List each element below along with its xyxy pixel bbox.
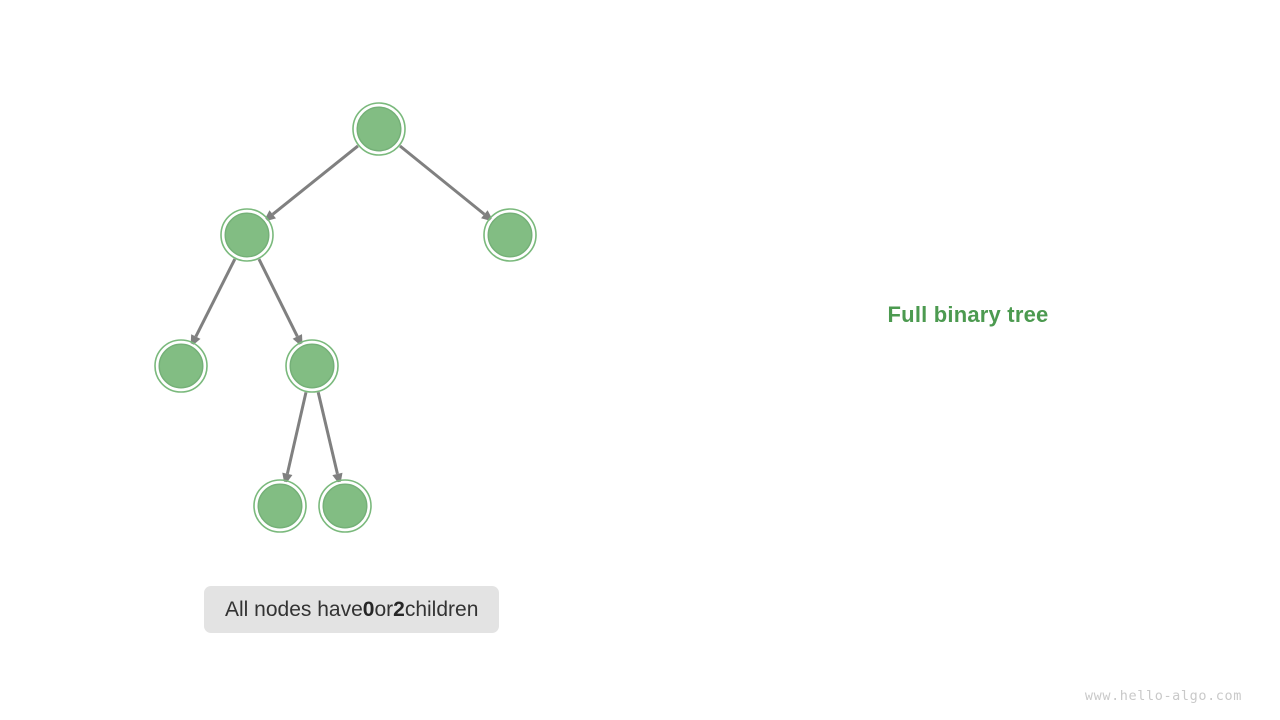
node-gap-ring [222, 210, 272, 260]
node-fill [224, 212, 270, 258]
tree-edge [282, 391, 308, 486]
node-fill [289, 343, 335, 389]
tree-node[interactable] [352, 102, 406, 156]
node-fill [322, 483, 368, 529]
node-fill [158, 343, 204, 389]
tree-edge [316, 391, 343, 486]
tree-node[interactable] [318, 479, 372, 533]
tree-edge [190, 258, 237, 348]
node-gap-ring [255, 481, 305, 531]
node-outer-ring [220, 208, 274, 262]
node-gap-ring [156, 341, 206, 391]
tree-edge [399, 144, 494, 222]
node-gap-ring [287, 341, 337, 391]
edge-layer [190, 144, 494, 486]
node-gap-ring [485, 210, 535, 260]
caption-emphasis: 2 [393, 597, 405, 621]
watermark-label: www.hello-algo.com [1084, 688, 1242, 704]
node-outer-ring [285, 339, 339, 393]
node-outer-ring [154, 339, 208, 393]
edge-arrowhead [190, 334, 201, 348]
tree-edge [263, 144, 359, 222]
node-layer [154, 102, 537, 533]
page-title: Full binary tree [887, 302, 1049, 327]
node-gap-ring [354, 104, 404, 154]
node-outer-ring [318, 479, 372, 533]
caption-emphasis: 0 [362, 597, 375, 621]
tree-node[interactable] [285, 339, 339, 393]
node-fill [356, 106, 402, 152]
node-outer-ring [352, 102, 406, 156]
tree-node[interactable] [483, 208, 537, 262]
caption-badge: All nodes have 0 or 2 children [204, 586, 500, 633]
tree-node[interactable] [220, 208, 274, 262]
tree-edge [257, 258, 303, 348]
node-outer-ring [483, 208, 537, 262]
tree-node[interactable] [253, 479, 307, 533]
caption-text: children [404, 597, 479, 621]
node-outer-ring [253, 479, 307, 533]
node-fill [257, 483, 303, 529]
node-gap-ring [320, 481, 370, 531]
caption-text: or [374, 597, 394, 621]
tree-node[interactable] [154, 339, 208, 393]
edge-arrowhead [292, 334, 303, 348]
caption-text: All nodes have [225, 597, 363, 621]
node-fill [487, 212, 533, 258]
